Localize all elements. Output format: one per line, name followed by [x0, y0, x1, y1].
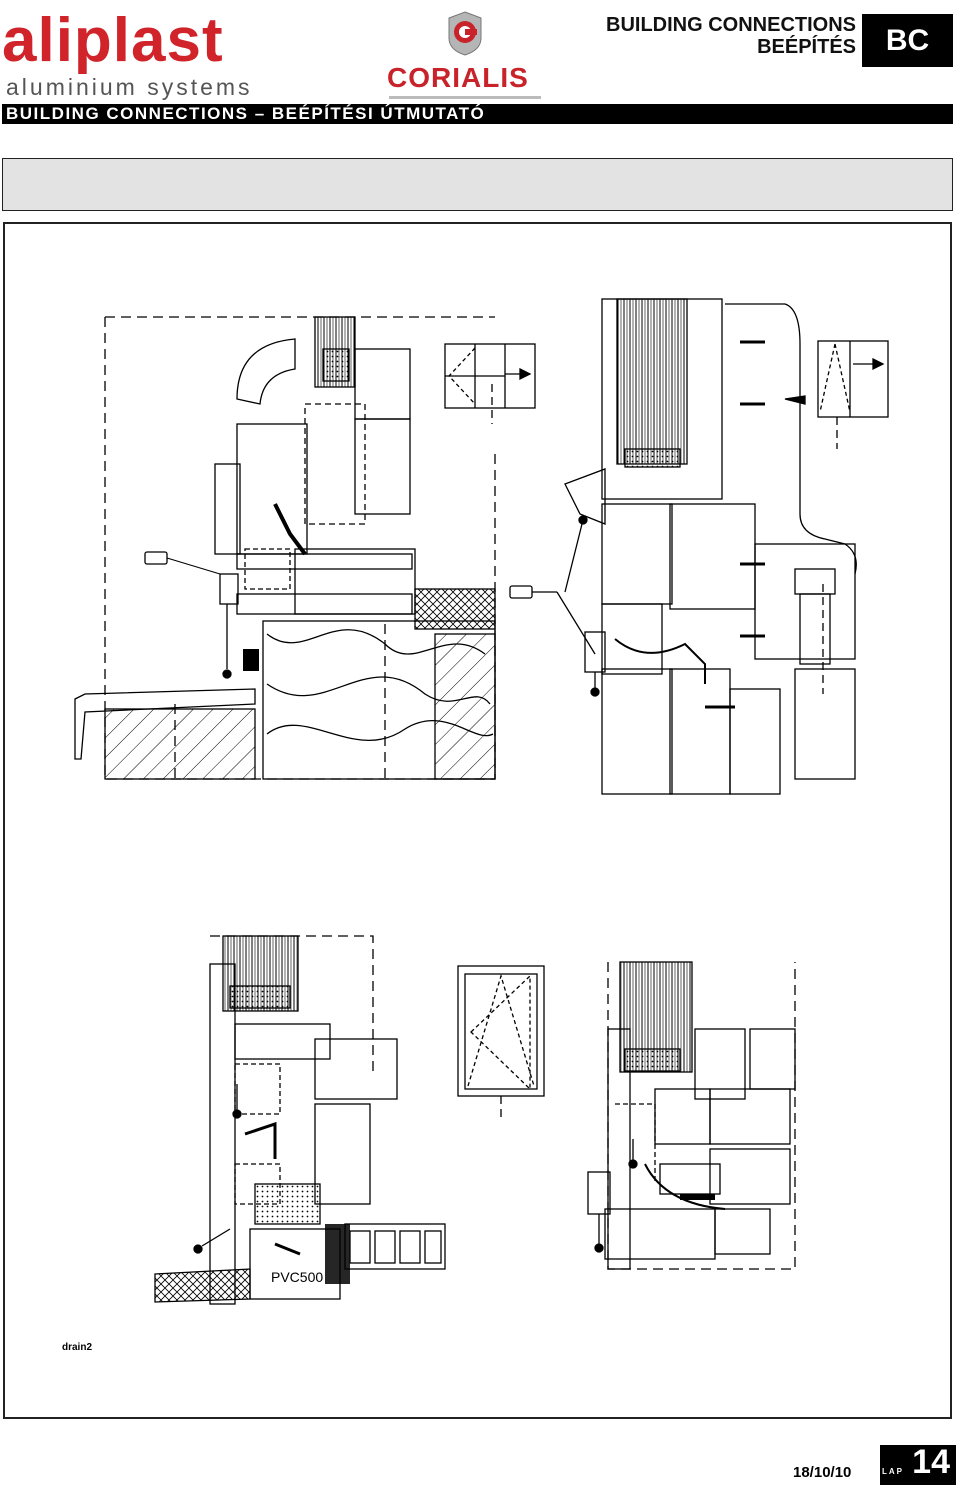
- pvc-label: PVC500: [271, 1269, 323, 1285]
- detail-sill-timber: [74, 316, 536, 780]
- detail-sliding-frame: [509, 298, 889, 795]
- corialis-emblem-icon: [448, 11, 482, 56]
- detail-casement-sill: PVC500: [154, 935, 446, 1305]
- section-code-badge: BC: [862, 14, 953, 67]
- corialis-logo-text: CORIALIS: [387, 62, 529, 93]
- header-title-line1: BUILDING CONNECTIONS: [606, 14, 856, 36]
- caption-box: [2, 158, 953, 211]
- technical-drawing-frame: PVC500 drain2: [3, 222, 952, 1419]
- header-title: BUILDING CONNECTIONS BEÉPÍTÉS: [606, 14, 856, 58]
- aliplast-logo-subtitle: aluminium systems: [6, 74, 253, 100]
- page-number: 14: [912, 1443, 950, 1481]
- page-number-box: LAP 14: [880, 1443, 956, 1485]
- aliplast-logo: aliplast aluminium systems: [2, 6, 362, 101]
- window-elevation-icon: [457, 965, 545, 1119]
- drain-label: drain2: [62, 1342, 92, 1353]
- footer-date: 18/10/10: [793, 1464, 852, 1481]
- corialis-logo: CORIALIS: [385, 10, 545, 100]
- detail-tilt-turn: [587, 961, 796, 1270]
- technical-drawing: PVC500 drain2: [62, 298, 889, 1353]
- section-banner: BUILDING CONNECTIONS – BEÉPÍTÉSI ÚTMUTAT…: [2, 104, 953, 124]
- corialis-tagline-bar: [389, 96, 541, 99]
- page-label: LAP: [882, 1467, 904, 1476]
- aliplast-logo-text: aliplast: [2, 6, 224, 75]
- header-title-line2: BEÉPÍTÉS: [757, 36, 856, 58]
